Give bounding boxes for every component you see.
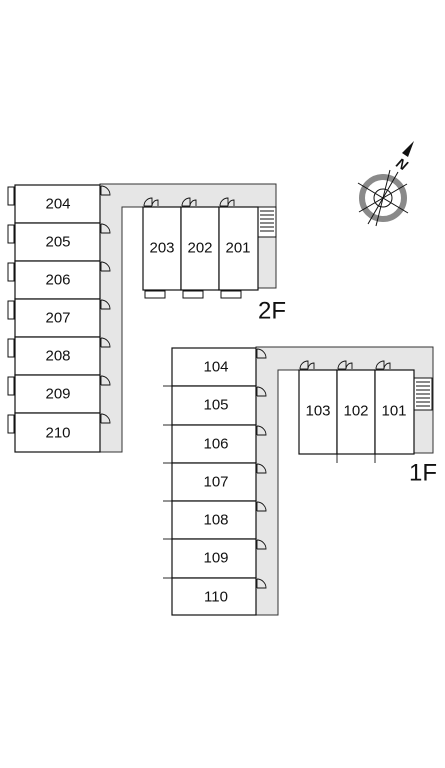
balconies-1f-top — [336, 454, 376, 463]
room-label: 209 — [45, 386, 70, 403]
room-label: 105 — [203, 397, 228, 414]
stairs-2f — [257, 206, 277, 238]
room-label: 110 — [204, 589, 228, 606]
room-201[interactable]: 201 — [218, 206, 259, 291]
room-label: 206 — [45, 272, 70, 289]
room-103[interactable]: 103 — [298, 369, 338, 455]
doors-2f-left — [100, 185, 111, 424]
room-109[interactable]: 109 — [171, 538, 257, 579]
room-104[interactable]: 104 — [171, 347, 257, 387]
room-101[interactable]: 101 — [374, 369, 415, 455]
room-210[interactable]: 210 — [14, 412, 101, 453]
floor-label-1f: 1F — [409, 460, 437, 487]
stairs-1f — [413, 377, 433, 411]
room-205[interactable]: 205 — [14, 222, 101, 262]
room-108[interactable]: 108 — [171, 500, 257, 540]
room-label: 108 — [203, 512, 228, 529]
doors-2f-top — [143, 197, 235, 207]
floor-2f: 204 205 206 207 208 209 210 — [7, 183, 286, 453]
room-label: 101 — [381, 403, 406, 420]
room-label: 202 — [187, 240, 212, 257]
doors-1f-top — [299, 360, 391, 370]
compass-north-label: N — [394, 155, 412, 174]
room-105[interactable]: 105 — [171, 385, 257, 426]
room-label: 203 — [149, 240, 174, 257]
room-label: 104 — [203, 359, 228, 376]
room-label: 102 — [343, 403, 368, 420]
room-107[interactable]: 107 — [171, 462, 257, 502]
doors-1f-left — [256, 348, 267, 589]
room-label: 201 — [225, 240, 250, 257]
room-204[interactable]: 204 — [14, 184, 101, 224]
room-label: 204 — [45, 196, 70, 213]
room-207[interactable]: 207 — [14, 298, 101, 338]
room-label: 109 — [203, 550, 228, 567]
balconies-1f-left — [163, 385, 172, 579]
balconies-2f-left — [7, 186, 15, 434]
room-110[interactable]: 110 — [171, 577, 257, 616]
room-203[interactable]: 203 — [142, 206, 182, 291]
room-102[interactable]: 102 — [336, 369, 376, 455]
room-208[interactable]: 208 — [14, 336, 101, 376]
floor-1f: 104 105 106 107 108 109 110 — [163, 346, 437, 616]
room-206[interactable]: 206 — [14, 260, 101, 300]
room-label: 205 — [45, 234, 70, 251]
room-label: 207 — [45, 310, 70, 327]
room-label: 107 — [203, 474, 228, 491]
balconies-2f-top — [144, 290, 242, 299]
room-label: 103 — [305, 403, 330, 420]
room-209[interactable]: 209 — [14, 374, 101, 414]
floor-label-2f: 2F — [258, 298, 286, 325]
room-106[interactable]: 106 — [171, 424, 257, 464]
room-label: 208 — [45, 348, 70, 365]
room-label: 210 — [45, 425, 70, 442]
room-label: 106 — [203, 436, 228, 453]
compass-icon: N — [357, 141, 414, 227]
room-202[interactable]: 202 — [180, 206, 220, 291]
